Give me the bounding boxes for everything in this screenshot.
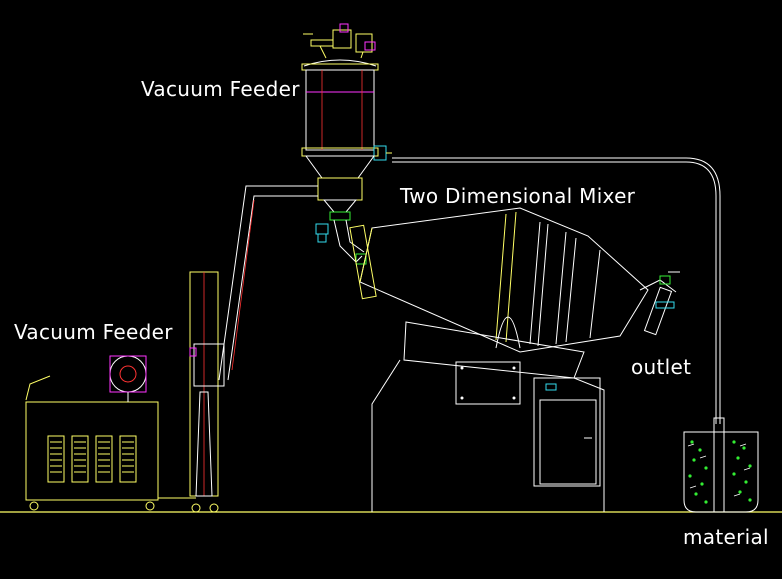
vacuum-line [392, 157, 721, 424]
vacuum-feeder-left-label: Vacuum Feeder [14, 320, 173, 344]
vacuum-feeder-left [25, 271, 225, 513]
material-container [683, 417, 759, 513]
two-dimensional-mixer [349, 207, 680, 512]
two-dimensional-mixer-label: Two Dimensional Mixer [400, 184, 636, 208]
vacuum-feeder-top-label: Vacuum Feeder [141, 77, 300, 101]
conveying-tube [218, 185, 318, 381]
material-label: material [683, 525, 769, 549]
vacuum-feeder-top [301, 23, 392, 265]
outlet-label: outlet [631, 355, 692, 379]
